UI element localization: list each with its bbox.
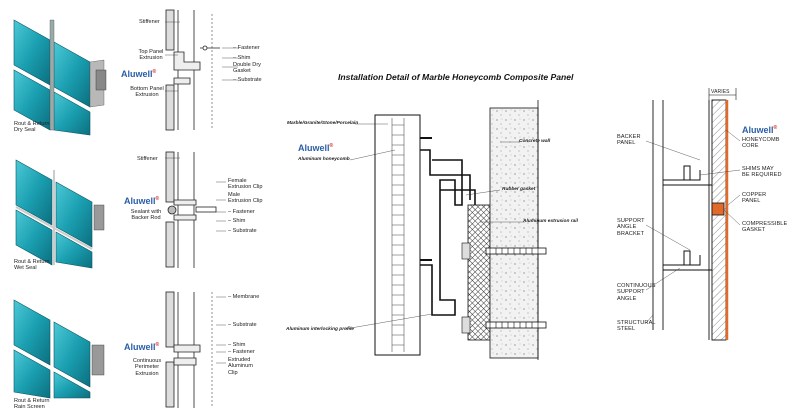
label-varies: VARIES — [711, 89, 730, 95]
label-concrete-wall: Concrete wall — [519, 139, 551, 144]
label-substrate-2: – Substrate — [228, 228, 257, 234]
honeycomb-lines — [392, 124, 404, 346]
brand-logo-1: Aluwell® — [121, 69, 157, 79]
brand-logo-center: Aluwell® — [298, 143, 334, 153]
label-fastener-2: – Fastener — [228, 209, 255, 215]
label-extrusion-rail: Aluminum extrusion rail — [523, 219, 578, 224]
anchor-bolts — [420, 137, 547, 334]
label-honeycomb: Aluminum honeycomb — [298, 157, 350, 162]
label-substrate-1: – Substrate — [233, 77, 262, 83]
rubber-gasket — [467, 204, 491, 341]
leader-lines-right — [645, 129, 741, 324]
panel-3d-dry-seal — [13, 19, 107, 136]
label-stiffener-1: Stiffener — [139, 19, 160, 25]
label-shim-1: – Shim — [233, 55, 251, 61]
label-membrane: – Membrane — [228, 294, 260, 300]
diagram-title: Installation Detail of Marble Honeycomb … — [338, 72, 574, 82]
section-detail-1 — [165, 9, 220, 131]
concrete-wall — [489, 100, 539, 360]
panel-3d-wet-seal — [15, 159, 105, 269]
brand-logo-3: Aluwell® — [124, 342, 160, 352]
label-stiffener-2: Stiffener — [137, 156, 158, 162]
label-shim-2: – Shim — [228, 218, 246, 224]
interlocking-profile — [420, 149, 476, 316]
section-detail-2 — [165, 151, 217, 268]
support-angles — [663, 165, 725, 271]
label-marble: Marble/Granite/Stone/Porcelain — [287, 121, 359, 126]
leader-lines-left — [165, 21, 238, 364]
label-fastener-1: – Fastener — [233, 45, 260, 51]
panel-3d-rain-screen — [13, 299, 105, 399]
brand-logo-right: Aluwell® — [742, 125, 778, 135]
label-shim-3: – Shim — [228, 342, 246, 348]
varies-dimension — [708, 88, 737, 100]
label-fastener-3: – Fastener — [228, 349, 255, 355]
honeycomb-core — [711, 99, 727, 341]
label-rubber-gasket: Rubber gasket — [502, 187, 536, 192]
label-interlocking-profile: Aluminum interlocking profile — [286, 327, 354, 332]
structural-steel — [652, 100, 664, 330]
section-detail-3 — [165, 291, 213, 408]
leader-lines-center — [344, 123, 525, 330]
label-substrate-3: – Substrate — [228, 322, 257, 328]
brand-logo-2: Aluwell® — [124, 196, 160, 206]
